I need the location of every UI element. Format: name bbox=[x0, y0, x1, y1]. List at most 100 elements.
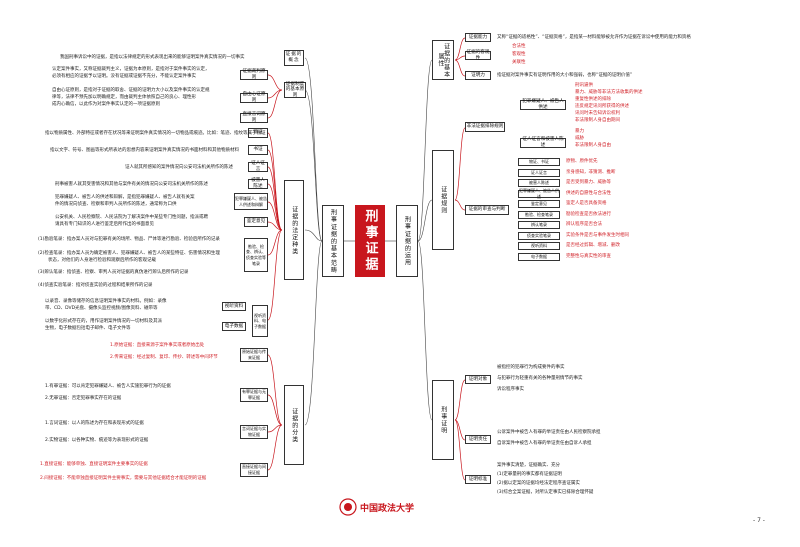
proof-node: 刑事证明 bbox=[432, 380, 454, 460]
review-item-5: 鉴定意见 bbox=[518, 200, 560, 208]
standard-node: 证明标准 bbox=[465, 475, 491, 484]
review-item-8: 侦查实验笔录 bbox=[518, 231, 560, 240]
kind-2-text: 指以文字、符号、图画等形式所表达的思想内容来证明案件真实情况的书面材料和其他物质… bbox=[50, 148, 239, 153]
attr-2-node: 证据的客观性 bbox=[465, 49, 491, 61]
review-item-2: 证人证言 bbox=[518, 168, 560, 177]
class-2-node: 有罪证据与无罪证据 bbox=[240, 388, 268, 402]
kind-5-text-1: 犯罪嫌疑人、被告人的供述和辩解，是指犯罪嫌疑人、被告人就有关案 bbox=[55, 195, 195, 200]
proof-object-3: 诉讼程序事实 bbox=[497, 387, 524, 392]
review-item-1: 物证、书证 bbox=[518, 158, 560, 166]
attr-1-text: 又称“证据的适格性”、“证据资格”，是指某一材料能够被允许作为证据在诉讼中使用的… bbox=[497, 35, 691, 40]
rules-node: 证据规则 bbox=[432, 150, 454, 250]
review-note-5: 鉴定人是否具备资格 bbox=[566, 201, 607, 206]
exclusion-item-4: 违反规定讯问所获得的供述 bbox=[575, 104, 629, 109]
principle-node: 证据制度的基本原则 bbox=[284, 81, 306, 98]
exclusion-rule-node: 非法证据排除规则 bbox=[465, 122, 505, 132]
class-2-text-1: 1.有罪证据：可以肯定犯罪嫌疑人、被告人实施犯罪行为的证据 bbox=[45, 384, 171, 389]
review-note-4: 供述的自愿性与合法性 bbox=[566, 190, 611, 196]
review-item-7: 辨认笔录 bbox=[518, 221, 560, 229]
exclusion-witness-3: 非法限制人身自由 bbox=[575, 143, 611, 148]
principle-2-text-2: 律等，法律不预先加以明确规定，而由裁判主体依照自己的良心、理性形 bbox=[52, 95, 196, 100]
kind-8-node: 视听资料、电子数据 bbox=[252, 305, 268, 337]
kind-3-node: 证人证言 bbox=[248, 161, 268, 172]
kind-7-line-2: (2)检查笔录：指办案人员为确定被害人、犯罪嫌疑人、被告人的某些特征、伤害情况和… bbox=[38, 251, 220, 256]
exclusion-item-3: 重复性供述的排除 bbox=[575, 97, 611, 102]
proof-object-2: 与犯罪行为轻重有关的各种量刑情节的事实 bbox=[497, 376, 583, 381]
right-main-topic: 刑事证据的运用 bbox=[396, 205, 418, 277]
principle-1-text-2: 必须有相应的证据予以证明。没有证据或证据不充分，不能认定案件事实 bbox=[52, 74, 196, 79]
kind-6-text-1: 公安机关、人民检察院、人民法院为了解决案件中某些专门性问题，指派或聘 bbox=[55, 215, 208, 220]
burden-1: 公诉案件中被告人有罪的举证责任由人民检察院承担 bbox=[497, 430, 601, 435]
logo-text: 中国政法大学 bbox=[360, 504, 415, 514]
class-1-node: 原始证据与传来证据 bbox=[240, 348, 268, 362]
exclusion-witness-1: 暴力 bbox=[575, 129, 584, 134]
review-note-1: 原物、原件优先 bbox=[566, 159, 598, 164]
concept-text: 我国刑事诉讼中的证据，是指以法律规定的形式表现出来的能够证明案件真实情况的一切事… bbox=[60, 55, 245, 60]
class-1-text-1: 1.原始证据：直接来源于案件事实或者原始出处 bbox=[110, 343, 205, 348]
review-item-3: 被害人陈述 bbox=[518, 179, 560, 187]
burden-node: 证明责任 bbox=[465, 435, 491, 444]
exclusion-sub-2: 证人证言和被害人陈述 bbox=[520, 137, 566, 148]
kind-4-text: 刑事被害人就其受害情况和其他与案件有关的情况向公安司法机关所作的陈述 bbox=[55, 182, 208, 187]
attributes-node: 证据的基本属性 bbox=[432, 40, 454, 80]
university-logo: 中国政法大学 bbox=[338, 497, 458, 517]
kind-4-node: 被害人陈述 bbox=[248, 178, 268, 189]
kind-8a-text-1: 以录音、录像等储存的信息证明案件事实的材料。例如：录像 bbox=[45, 299, 167, 304]
page-number: - 7 - bbox=[753, 517, 765, 524]
kind-8b-text-2: 生物，电子数据包括电子邮件、电子文件等 bbox=[45, 326, 131, 331]
kind-1-node: 物证 bbox=[248, 128, 268, 138]
kinds-node: 证据的法定种类 bbox=[284, 180, 304, 280]
principle-1-text-1: 认定案件事实，又称证据裁判主义，证据为本原则，是指对于案件事实的认定， bbox=[52, 67, 210, 72]
class-4-text-1: 1.直接证据：能够单独、直接证明案件主要事实的证据 bbox=[40, 462, 148, 467]
classification-node: 证据的分类 bbox=[284, 385, 304, 465]
class-1-text-2: 2.传来证据：经过复制、复印、传抄、转述等中间环节 bbox=[110, 355, 218, 360]
standard-2: (1)定罪量刑的事实都有证据证明 bbox=[497, 472, 562, 477]
review-item-10: 电子数据 bbox=[518, 252, 560, 261]
review-note-3: 是否受到暴力、威胁等 bbox=[566, 180, 611, 185]
class-3-text-2: 2.实物证据：以各种实物、痕迹等为表现形式的证据 bbox=[45, 438, 149, 443]
class-3-node: 言词证据与实物证据 bbox=[240, 425, 268, 439]
exclusion-item-2: 暴力、威胁等非法方法收集的供述 bbox=[575, 90, 643, 95]
standard-4: (3)综合全案证据，对所认定事实已排除合理怀疑 bbox=[497, 490, 594, 495]
principle-3-node: 直接言词原则 bbox=[240, 112, 268, 123]
kind-2-node: 书证 bbox=[248, 145, 268, 155]
exclusion-sub-1: 犯罪嫌疑人、被告人供述 bbox=[520, 99, 566, 110]
exclusion-item-1: 刑讯逼供 bbox=[575, 83, 593, 88]
standard-3: (2)据以定案的证据均经法定程序查证属实 bbox=[497, 481, 580, 486]
attr-2-red-2: 客观性 bbox=[512, 52, 526, 57]
kind-5-text-2: 件的情况向侦查、检察和审判人员所作的陈述，通常称为口供 bbox=[55, 202, 177, 207]
review-note-10: 完整性与真实性的审查 bbox=[566, 253, 611, 259]
review-item-6: 勘验、检查笔录 bbox=[518, 210, 560, 219]
kind-8a-text-2: 带、CD、DVD光盘、摄像头监控视频/图像资料、磁带等 bbox=[45, 306, 158, 311]
review-note-9: 是否经过剪辑、增减、删改 bbox=[566, 243, 620, 248]
left-main-topic: 刑事证据的基本范畴 bbox=[322, 205, 344, 277]
principle-2-node: 自由心证原则 bbox=[240, 92, 268, 103]
proof-object-node: 证明对象 bbox=[465, 375, 491, 384]
review-note-2: 亲身感知，非猜测、推断 bbox=[566, 169, 616, 175]
attr-1-node: 证据能力 bbox=[465, 33, 491, 42]
review-item-9: 视听资料 bbox=[518, 242, 560, 250]
kind-7-line-4: (4)侦查实验笔录：指对侦查实验的过程和结果所作的记录 bbox=[38, 283, 153, 288]
kind-8b-node: 电子数据 bbox=[222, 322, 246, 331]
principle-2-text-3: 成内心确信，以此作为对案件事实认定的一项证据原则 bbox=[52, 102, 160, 107]
standard-1: 案件事实清楚，证据确实、充分 bbox=[497, 463, 560, 468]
kind-7-line-2b: 状态，对他们的人身进行检验和观察后所作的客观记载 bbox=[48, 258, 156, 263]
attr-3-text: 指证据对案件事实有证明作用的大小和强弱，也称“证据的证明价值” bbox=[497, 73, 633, 78]
kind-6-text-2: 请具有专门知识的人进行鉴定后所作出的书面意见 bbox=[55, 222, 154, 227]
principle-2-text-1: 自由心证原则，是指对于证据的取舍、证据的证明力大小以及案件事实的认定规 bbox=[52, 88, 210, 93]
kind-3-text: 证人就其所感知的案件情况向公安司法机关所作的陈述 bbox=[125, 165, 233, 170]
review-note-7: 辨认程序是否合法 bbox=[566, 222, 602, 227]
attr-2-red-1: 合法性 bbox=[512, 44, 526, 49]
attr-2-red-3: 关联性 bbox=[512, 60, 526, 65]
kind-8b-text-1: 以数字化形式存在的，用作证明案件情况的一切材料及其派 bbox=[45, 319, 162, 324]
exclusion-item-6: 非法限制人身自由期间 bbox=[575, 118, 620, 123]
class-3-text-1: 1.言词证据：以人的陈述为存在和表现形式的证据 bbox=[45, 421, 144, 426]
burden-2: 自诉案件中被告人有罪的举证责任由自诉人承担 bbox=[497, 441, 592, 446]
proof-object-1: 被指控的犯罪行为构成要件的事实 bbox=[497, 365, 565, 370]
review-item-4: 犯罪嫌疑人、被告人供述 bbox=[518, 187, 560, 199]
center-topic: 刑事证据 bbox=[355, 205, 385, 277]
attr-3-node: 证明力 bbox=[465, 71, 491, 80]
review-node: 证据的审查与判断 bbox=[465, 205, 509, 215]
class-2-text-2: 2.无罪证据：否定犯罪事实存在的证据 bbox=[45, 396, 122, 401]
